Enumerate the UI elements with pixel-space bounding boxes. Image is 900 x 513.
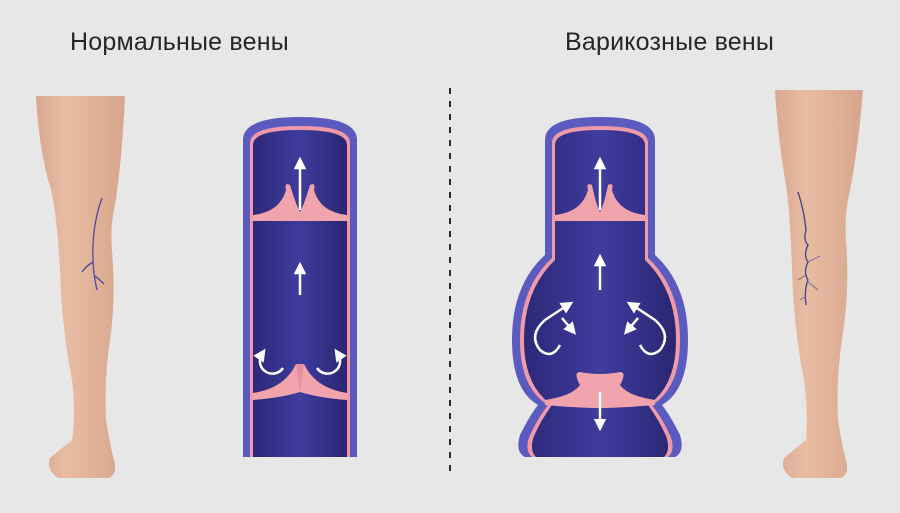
varicose-vein-line xyxy=(797,191,809,306)
recirculation-arrow xyxy=(253,348,285,375)
normal-veins-title: Нормальные вены xyxy=(70,28,289,56)
swirl-arrow xyxy=(626,301,667,356)
normal-vein-line xyxy=(81,197,105,291)
swirl-arrow-branch xyxy=(623,317,639,335)
open-valve-upper xyxy=(555,184,645,221)
incompetent-valve-lower xyxy=(545,372,655,408)
swirl-arrow-branch xyxy=(561,317,577,335)
swirl-arrow xyxy=(533,301,574,356)
normal-leg-illustration xyxy=(36,96,125,478)
varicose-leg-illustration xyxy=(775,90,863,478)
open-valve-upper xyxy=(253,184,347,221)
recirculation-arrow xyxy=(315,348,347,375)
varicose-veins-title: Варикозные вены xyxy=(565,28,775,56)
varicose-vein-cross-section xyxy=(512,117,688,457)
normal-vein-cross-section xyxy=(243,117,357,457)
